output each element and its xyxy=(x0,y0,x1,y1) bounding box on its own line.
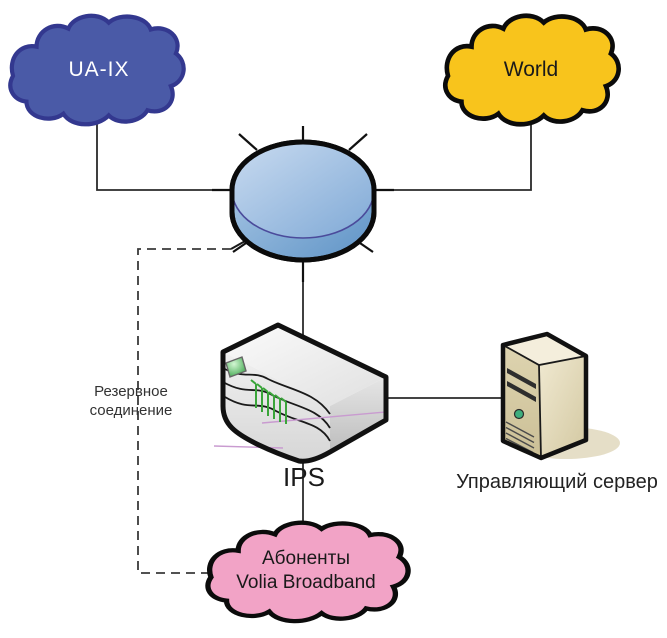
server-outline xyxy=(500,331,589,461)
link-world-router xyxy=(372,120,532,191)
ips-label: IPS xyxy=(283,462,325,492)
server-power-button-icon xyxy=(513,408,525,420)
backup-connection-label-line1: Резервное xyxy=(94,383,168,400)
ips-indicator-ticks xyxy=(250,379,287,424)
management-server: Управляющий сервер xyxy=(456,331,658,493)
ips-top-face xyxy=(223,325,386,406)
ips-accent-lines xyxy=(213,411,387,449)
router-disk-outline xyxy=(229,139,377,263)
world-cloud: World xyxy=(445,16,618,125)
server-edges xyxy=(502,344,587,459)
ips-appliance: IPS xyxy=(213,322,389,492)
ua-ix-cloud-label: UA-IX xyxy=(68,58,129,81)
ips-outline xyxy=(220,322,389,464)
ips-front-face xyxy=(223,352,330,462)
server-side-face xyxy=(539,356,586,458)
ips-led-icon xyxy=(225,356,247,378)
backup-connection-label-line2: соединение xyxy=(90,402,173,419)
server-drive-slot xyxy=(507,368,536,389)
server-drive-slot xyxy=(507,381,536,402)
subscribers-cloud-label-line2: Volia Broadband xyxy=(236,572,375,593)
subscribers-cloud: Абоненты Volia Broadband xyxy=(208,523,408,621)
subscribers-cloud-label-line1: Абоненты xyxy=(262,548,350,569)
ua-ix-cloud: UA-IX xyxy=(10,16,183,125)
world-cloud-label: World xyxy=(504,58,558,81)
backup-connection-dashed-line xyxy=(137,248,231,574)
router xyxy=(212,126,394,282)
server-label: Управляющий сервер xyxy=(456,471,658,493)
link-uaix-router xyxy=(96,118,236,191)
